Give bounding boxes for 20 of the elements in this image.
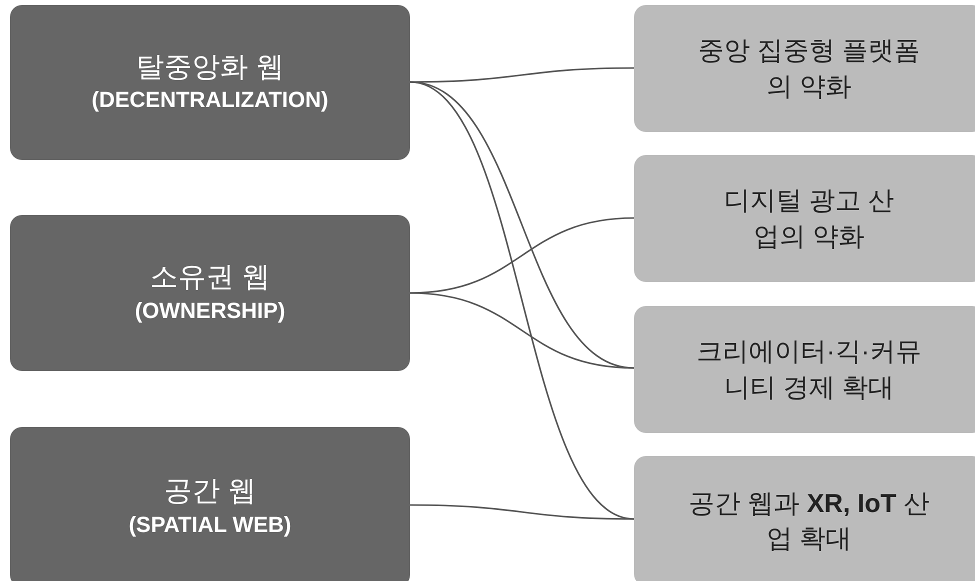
node-title: 공간 웹 <box>164 474 256 508</box>
effect-box <box>634 155 975 282</box>
node-subtitle: (SPATIAL WEB) <box>128 510 292 539</box>
node-title: 중앙 집중형 플랫폼의 약화 <box>696 34 922 102</box>
node-title: 크리에이터·긱·커뮤니티 경제 확대 <box>695 335 923 404</box>
category-box <box>10 215 410 371</box>
node-title: 디지털 광고 산업의 약화 <box>722 184 896 252</box>
effect-box <box>634 306 975 433</box>
node-title: 탈중앙화 웹 <box>136 50 284 84</box>
effect-box <box>634 5 975 132</box>
connector-line <box>410 504 634 520</box>
node-title: 소유권 웹 <box>150 260 270 294</box>
connector-line <box>410 67 634 83</box>
category-box <box>10 5 410 160</box>
effect-box <box>634 456 975 581</box>
node-subtitle: (DECENTRALIZATION) <box>92 86 328 114</box>
connector-line <box>410 292 634 369</box>
node-title: 공간 웹과 XR, IoT 산업 확대 <box>687 486 931 555</box>
category-box <box>10 427 410 581</box>
node-subtitle: (OWNERSHIP) <box>134 296 286 325</box>
